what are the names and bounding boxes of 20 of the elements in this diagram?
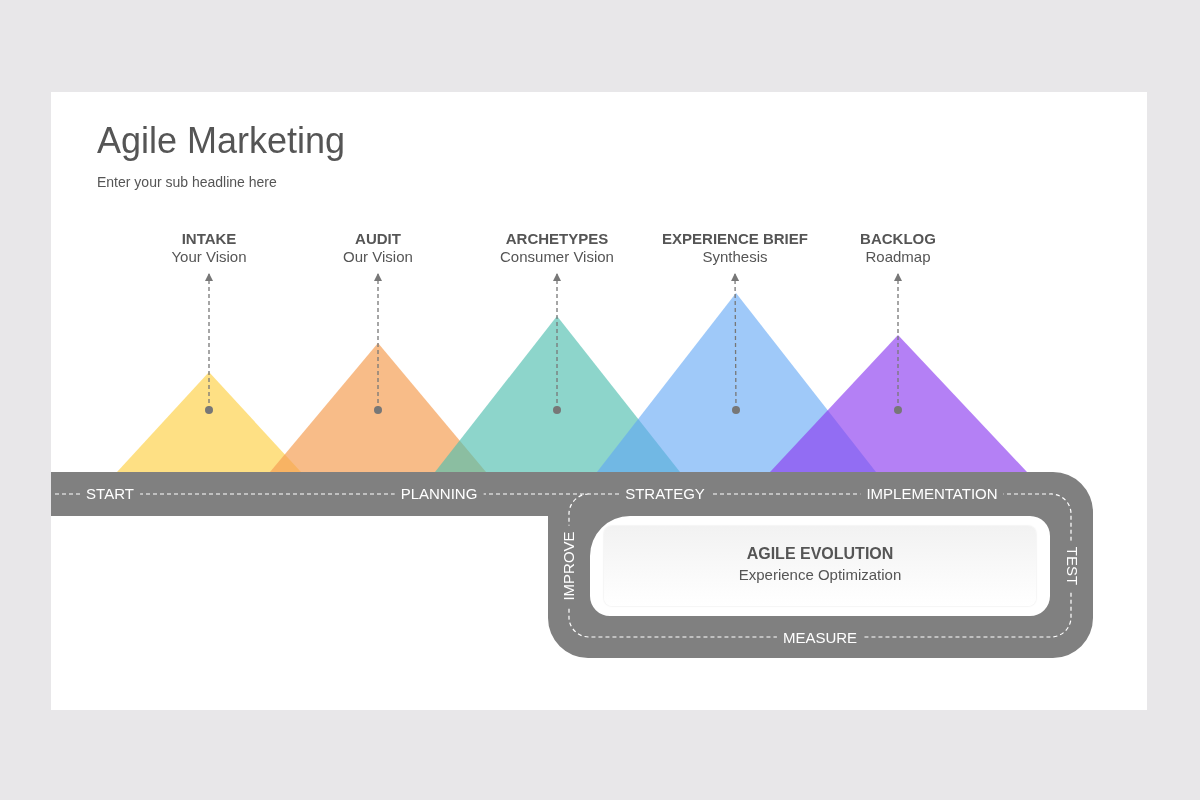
step-heading: INTAKE: [181, 230, 237, 247]
leader-arrow: [553, 273, 561, 414]
step-heading: ARCHETYPES: [505, 230, 609, 247]
leader-arrow: [374, 273, 382, 414]
leader-arrow: [894, 273, 902, 414]
step-subheading: Your Vision: [171, 248, 247, 265]
slide-title: Agile Marketing: [97, 120, 346, 162]
step-subheading: Roadmap: [865, 248, 931, 265]
step-heading: EXPERIENCE BRIEF: [662, 230, 808, 247]
step-subheading: Synthesis: [702, 248, 768, 265]
leader-arrow: [731, 273, 740, 414]
leader-arrow: [205, 273, 213, 414]
step-heading: BACKLOG: [860, 230, 936, 247]
center-panel: [604, 526, 1036, 606]
panel-subheading: Experience Optimization: [738, 566, 902, 583]
step-heading: AUDIT: [355, 230, 401, 247]
subheadline: Enter your sub headline here: [97, 174, 277, 190]
step-subheading: Our Vision: [343, 248, 413, 265]
panel-heading: AGILE EVOLUTION: [746, 545, 894, 563]
step-subheading: Consumer Vision: [500, 248, 614, 265]
